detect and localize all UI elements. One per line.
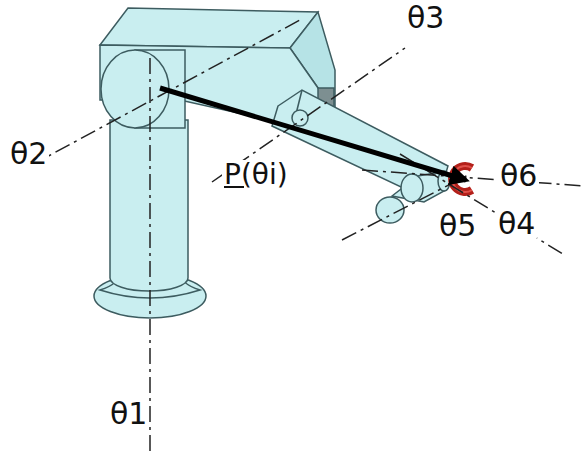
joint-angle-label: θ1 [108, 398, 149, 430]
upper-arm-side [100, 45, 335, 132]
joint-angle-label: θ5 [437, 210, 478, 242]
position-vector-label: P(θi) [222, 160, 290, 189]
joint-angle-label: θ3 [405, 2, 446, 34]
joint-angle-label: θ6 [498, 160, 539, 192]
joint-angle-label: θ4 [496, 208, 537, 240]
position-vector [160, 88, 466, 180]
joint-axes [30, 20, 585, 454]
wrist-joint-4 [401, 174, 423, 202]
shoulder-joint [101, 50, 169, 128]
axis-2 [30, 20, 300, 166]
elbow-pin [292, 110, 308, 126]
column [110, 120, 188, 291]
axis-6 [362, 170, 585, 186]
robot-body [94, 8, 450, 318]
axis-1 [149, 58, 151, 454]
joint-angle-label: θ2 [8, 138, 49, 170]
